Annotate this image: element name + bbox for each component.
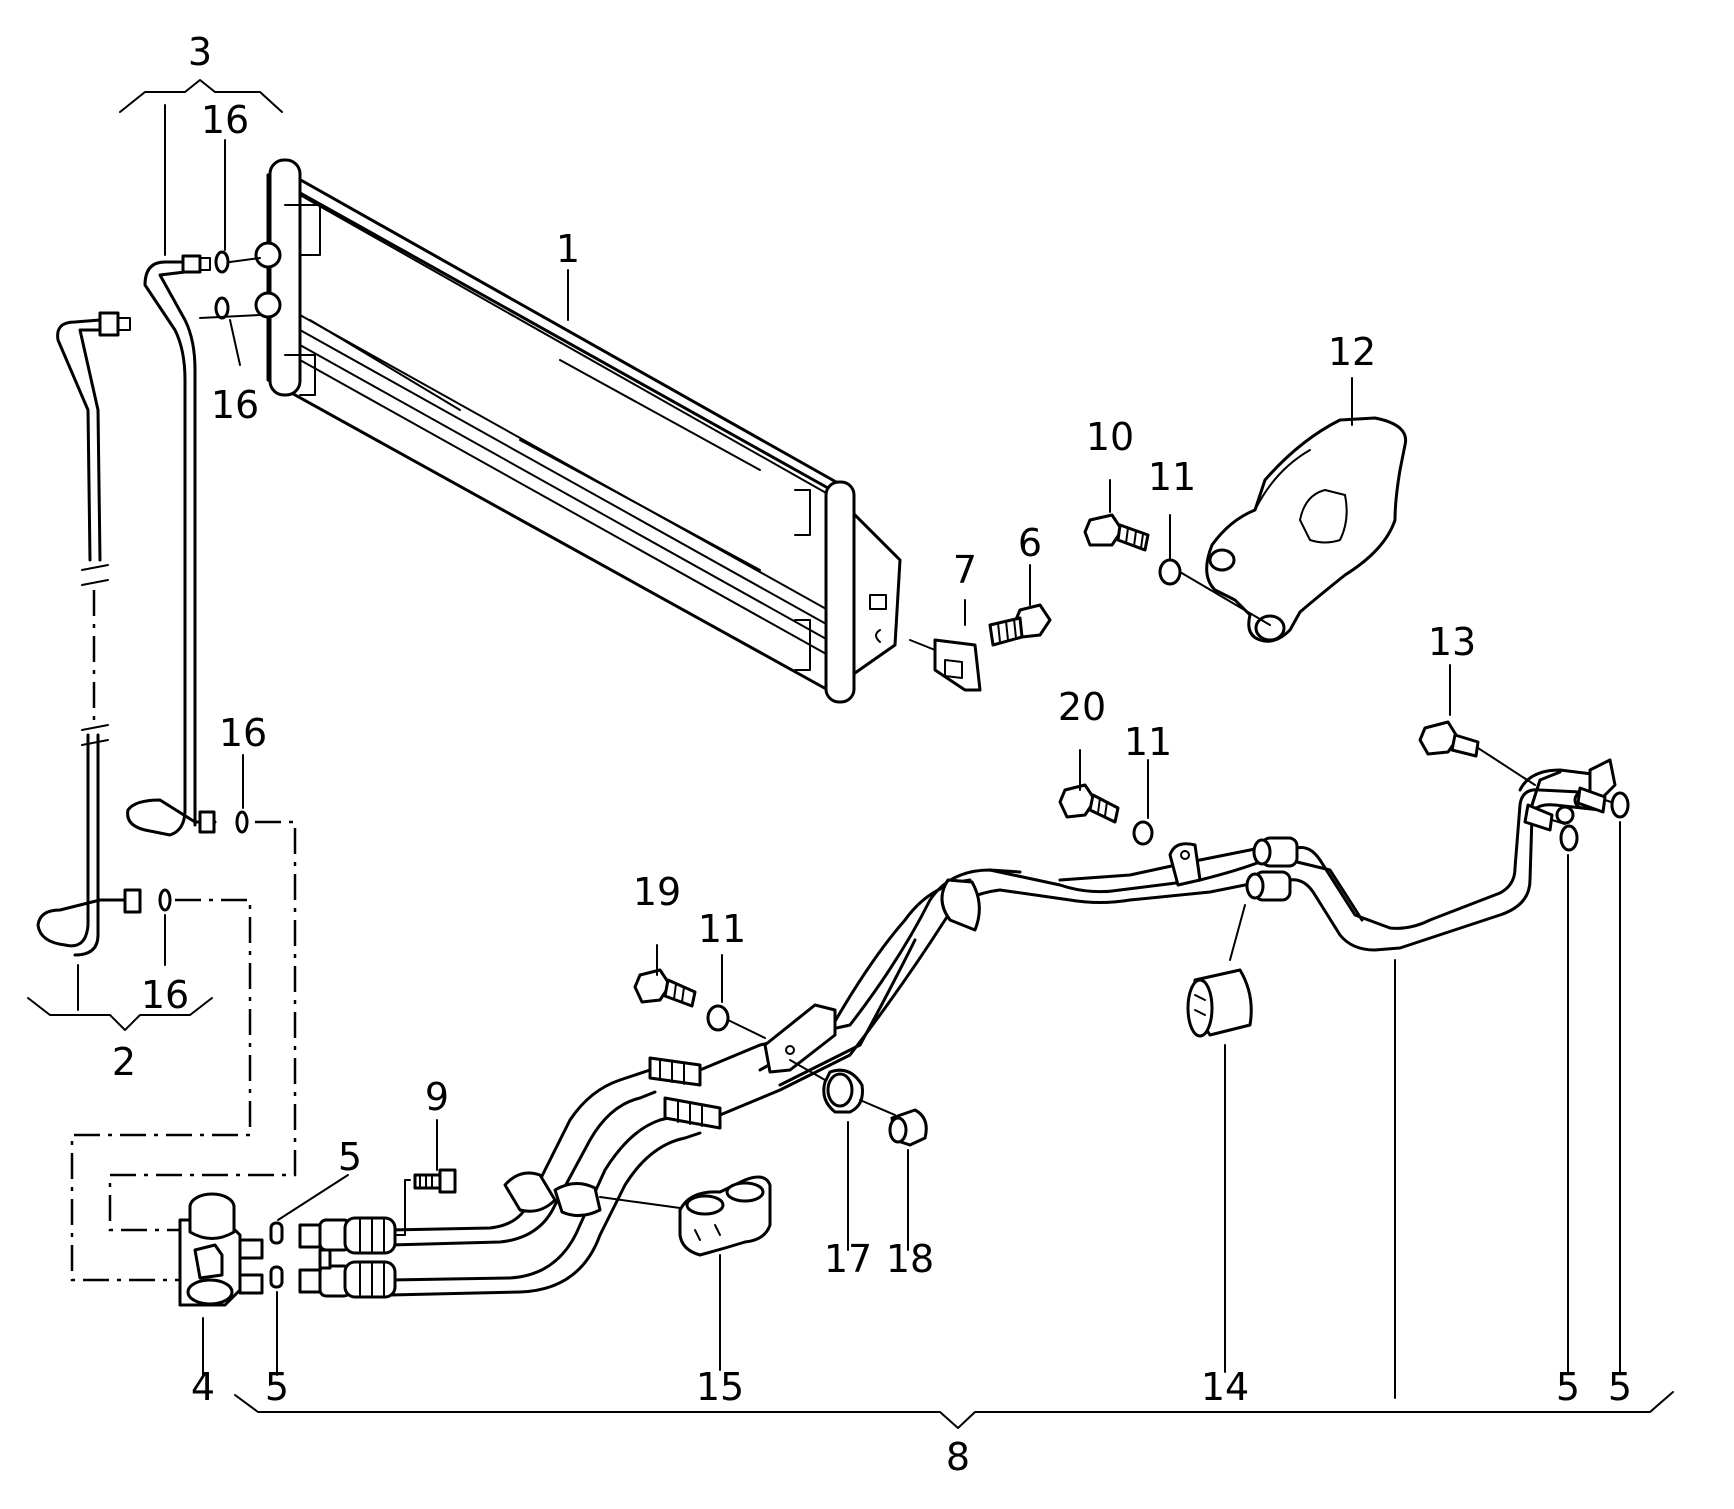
bolt-20: [1058, 783, 1120, 824]
callout-6: 6: [1018, 521, 1042, 565]
bolt-13: [1418, 720, 1536, 786]
oil-line-assembly-8: [298, 758, 1621, 1299]
callout-7: 7: [953, 548, 977, 592]
callout-1: 1: [556, 227, 580, 271]
sleeve-18: [888, 1108, 928, 1147]
callout-5-right-b: 5: [1608, 1365, 1632, 1409]
callout-11-lower: 11: [698, 907, 746, 951]
sleeve-14: [1186, 968, 1253, 1038]
o-rings-5-left: [269, 1221, 284, 1289]
adapter-block-4: [178, 1192, 264, 1307]
clip-nut-7: [933, 638, 982, 692]
callout-10: 10: [1086, 415, 1134, 459]
callout-5-left-lower: 5: [265, 1365, 289, 1409]
callout-14: 14: [1201, 1365, 1249, 1409]
callout-3: 3: [188, 30, 212, 74]
callout-16-middle: 16: [219, 711, 267, 755]
leader-lines: [27, 79, 1674, 1429]
callout-5-left-upper: 5: [338, 1135, 362, 1179]
callout-13: 13: [1428, 620, 1476, 664]
pipe-2: [36, 311, 142, 957]
callout-11-top: 11: [1148, 455, 1196, 499]
bolt-9: [394, 1168, 457, 1236]
bracket-12: [1205, 416, 1408, 643]
washer-11-top: [1158, 558, 1182, 586]
callout-16-top: 16: [201, 98, 249, 142]
callout-20: 20: [1058, 685, 1106, 729]
callout-4: 4: [191, 1365, 215, 1409]
callout-16-upper: 16: [211, 383, 259, 427]
callout-2: 2: [112, 1040, 136, 1084]
callout-19: 19: [633, 870, 681, 914]
pipe-3: [126, 254, 217, 837]
callout-11-middle: 11: [1124, 720, 1172, 764]
callout-9: 9: [425, 1075, 449, 1119]
callout-15: 15: [696, 1365, 744, 1409]
washer-11-lower: [706, 1004, 730, 1032]
grommet-17: [822, 1068, 864, 1114]
bolt-6: [988, 603, 1052, 647]
o-rings-5-right: [1559, 791, 1630, 852]
washer-11-middle: [1132, 820, 1154, 846]
callout-labels: 1 2 3 4 5 5 5 5 6 7 8 9 10 11 11 11 12 1…: [112, 30, 1632, 1479]
callout-17: 17: [824, 1237, 872, 1281]
routing-dash-lines: [70, 820, 297, 1282]
callout-8: 8: [946, 1435, 970, 1479]
callout-18: 18: [886, 1237, 934, 1281]
callout-5-right-a: 5: [1556, 1365, 1580, 1409]
double-clip-15: [678, 1175, 772, 1257]
bolt-10: [1083, 513, 1150, 552]
bolt-19: [633, 968, 697, 1008]
oil-cooler: [254, 158, 902, 704]
seal-rings-16: [158, 250, 249, 912]
callout-16-lower: 16: [141, 973, 189, 1017]
callout-12: 12: [1328, 330, 1376, 374]
